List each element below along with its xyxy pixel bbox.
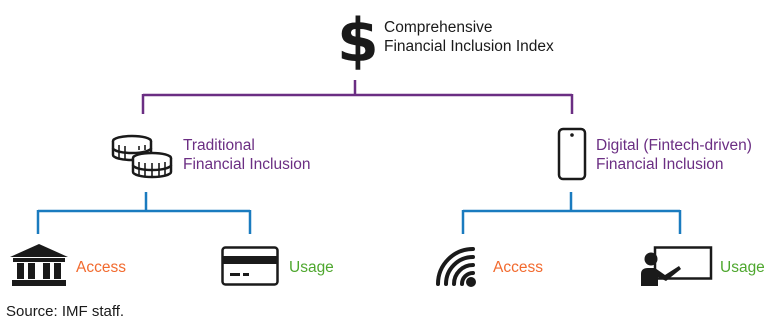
presenter-icon — [641, 246, 713, 286]
traditional-access-label: Access — [76, 259, 126, 276]
coins-icon — [111, 134, 173, 179]
bank-icon — [10, 244, 68, 286]
digital-usage-label: Usage — [720, 259, 765, 276]
digital-access-label: Access — [493, 259, 543, 276]
digital-label: Digital (Fintech-driven) Financial Inclu… — [596, 136, 752, 174]
digital-label-line1: Digital (Fintech-driven) — [596, 137, 752, 154]
digital-label-line2: Financial Inclusion — [596, 156, 724, 173]
traditional-label-line2: Financial Inclusion — [183, 156, 311, 173]
traditional-label-line1: Traditional — [183, 137, 255, 154]
root-label: Comprehensive Financial Inclusion Index — [384, 18, 554, 56]
source-note: Source: IMF staff. — [6, 303, 125, 320]
root-label-line1: Comprehensive — [384, 19, 493, 36]
traditional-label: Traditional Financial Inclusion — [183, 136, 311, 174]
credit-card-icon — [221, 246, 279, 286]
root-connector — [141, 80, 574, 114]
dollar-sign-icon: $ — [337, 6, 379, 76]
digital-connector — [461, 192, 682, 234]
traditional-usage-label: Usage — [289, 259, 334, 276]
smartphone-icon — [557, 127, 587, 181]
root-label-line2: Financial Inclusion Index — [384, 38, 554, 55]
traditional-connector — [36, 192, 252, 234]
wifi-icon — [436, 247, 476, 287]
